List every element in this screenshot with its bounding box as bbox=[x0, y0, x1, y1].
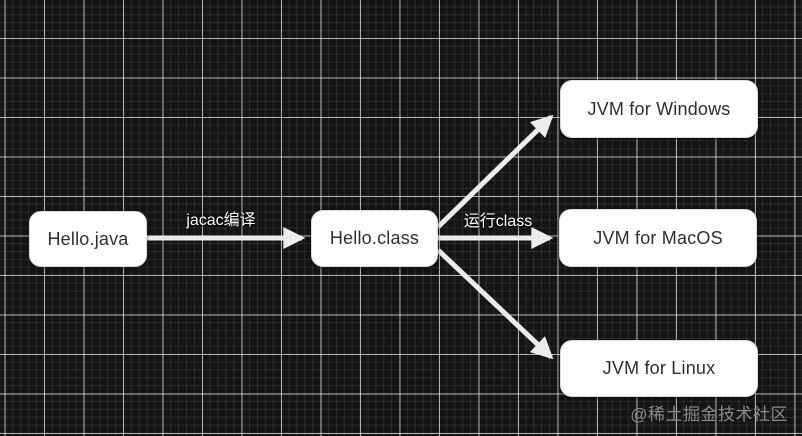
watermark-text: @稀土掘金技术社区 bbox=[630, 405, 788, 424]
edge-label-run-class: 运行class bbox=[463, 213, 533, 230]
node-jvm-windows: JVM for Windows bbox=[560, 80, 758, 138]
edge-label-compile: jacac编译 bbox=[186, 212, 256, 229]
node-hello-class: Hello.class bbox=[311, 210, 438, 267]
node-hello-class-label: Hello.class bbox=[329, 228, 420, 248]
node-hello-java: Hello.java bbox=[29, 211, 147, 267]
arrow-run-linux bbox=[436, 248, 554, 360]
node-jvm-windows-label: JVM for Windows bbox=[587, 98, 731, 119]
node-jvm-macos: JVM for MacOS bbox=[559, 209, 757, 267]
node-hello-java-label: Hello.java bbox=[47, 228, 129, 249]
node-jvm-linux: JVM for Linux bbox=[560, 340, 758, 397]
node-jvm-linux-label: JVM for Linux bbox=[602, 358, 716, 378]
node-jvm-macos-label: JVM for MacOS bbox=[593, 227, 723, 248]
